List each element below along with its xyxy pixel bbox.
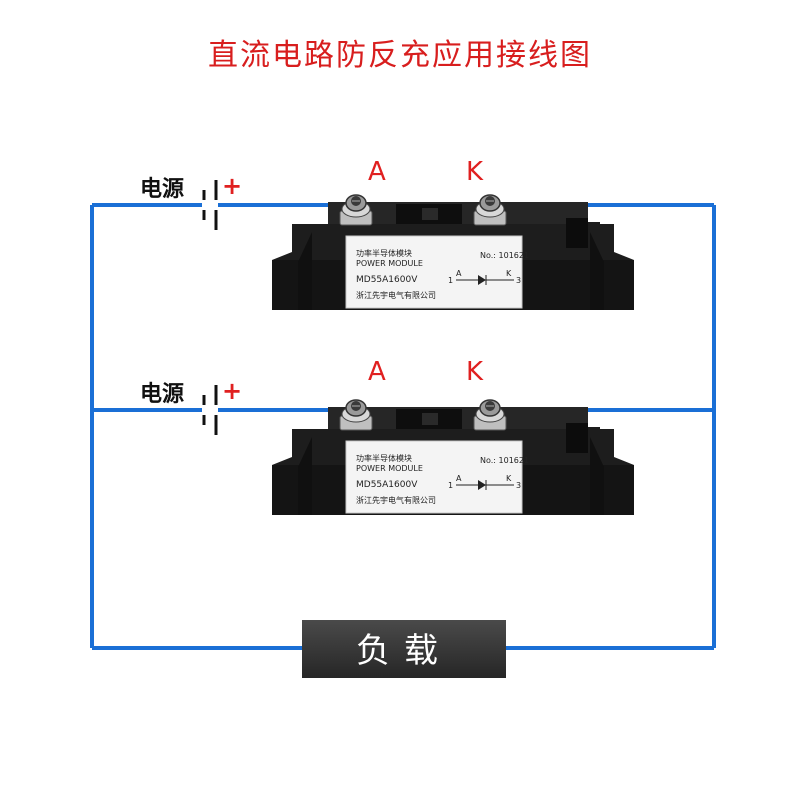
anode-label-2: A [368, 357, 386, 387]
power-source-label-1: 电源 [140, 177, 184, 202]
diode-schematic-icon: A K 1 3 [448, 474, 521, 490]
cathode-label-2: K [466, 357, 484, 387]
module-name-cn: 功率半导体模块 [356, 248, 412, 258]
pin-a-label: A [456, 474, 462, 483]
module-maker: 浙江先宇电气有限公司 [356, 495, 436, 505]
terminal-screw-a-1 [339, 194, 373, 226]
terminal-screw-k-2 [473, 399, 507, 431]
module-label-plate-2: 功率半导体模块 POWER MODULE No.: 101621 MD55A16… [356, 453, 529, 505]
module-model: MD55A1600V [356, 275, 418, 285]
module-name-en: POWER MODULE [356, 464, 423, 473]
anode-label-1: A [368, 157, 386, 187]
pin-3-label: 3 [516, 481, 521, 490]
diode-module-1: 功率半导体模块 POWER MODULE No.: 101621 MD55A16… [271, 201, 635, 311]
module-label-plate-1: 功率半导体模块 POWER MODULE No.: 101621 MD55A16… [356, 248, 529, 300]
pin-1-label: 1 [448, 276, 453, 285]
module-serial: No.: 101621 [480, 251, 529, 260]
battery-symbol-2 [202, 385, 218, 435]
module-model: MD55A1600V [356, 480, 418, 490]
pin-k-label: K [506, 269, 512, 278]
module-serial: No.: 101621 [480, 456, 529, 465]
pin-3-label: 3 [516, 276, 521, 285]
pin-a-label: A [456, 269, 462, 278]
module-maker: 浙江先宇电气有限公司 [356, 290, 436, 300]
pin-1-label: 1 [448, 481, 453, 490]
power-source-label-2: 电源 [140, 382, 184, 407]
page-title: 直流电路防反充应用接线图 [208, 38, 592, 73]
battery-symbol-1 [202, 180, 218, 230]
terminal-screw-a-2 [339, 399, 373, 431]
terminal-screw-k-1 [473, 194, 507, 226]
load-box: 负载 [302, 620, 506, 678]
positive-sign-1: + [222, 172, 242, 200]
positive-sign-2: + [222, 377, 242, 405]
load-label: 负载 [356, 631, 452, 671]
cathode-label-1: K [466, 157, 484, 187]
diode-schematic-icon: A K 1 3 [448, 269, 521, 285]
module-name-en: POWER MODULE [356, 259, 423, 268]
module-name-cn: 功率半导体模块 [356, 453, 412, 463]
pin-k-label: K [506, 474, 512, 483]
diode-module-2: 功率半导体模块 POWER MODULE No.: 101621 MD55A16… [271, 406, 635, 516]
